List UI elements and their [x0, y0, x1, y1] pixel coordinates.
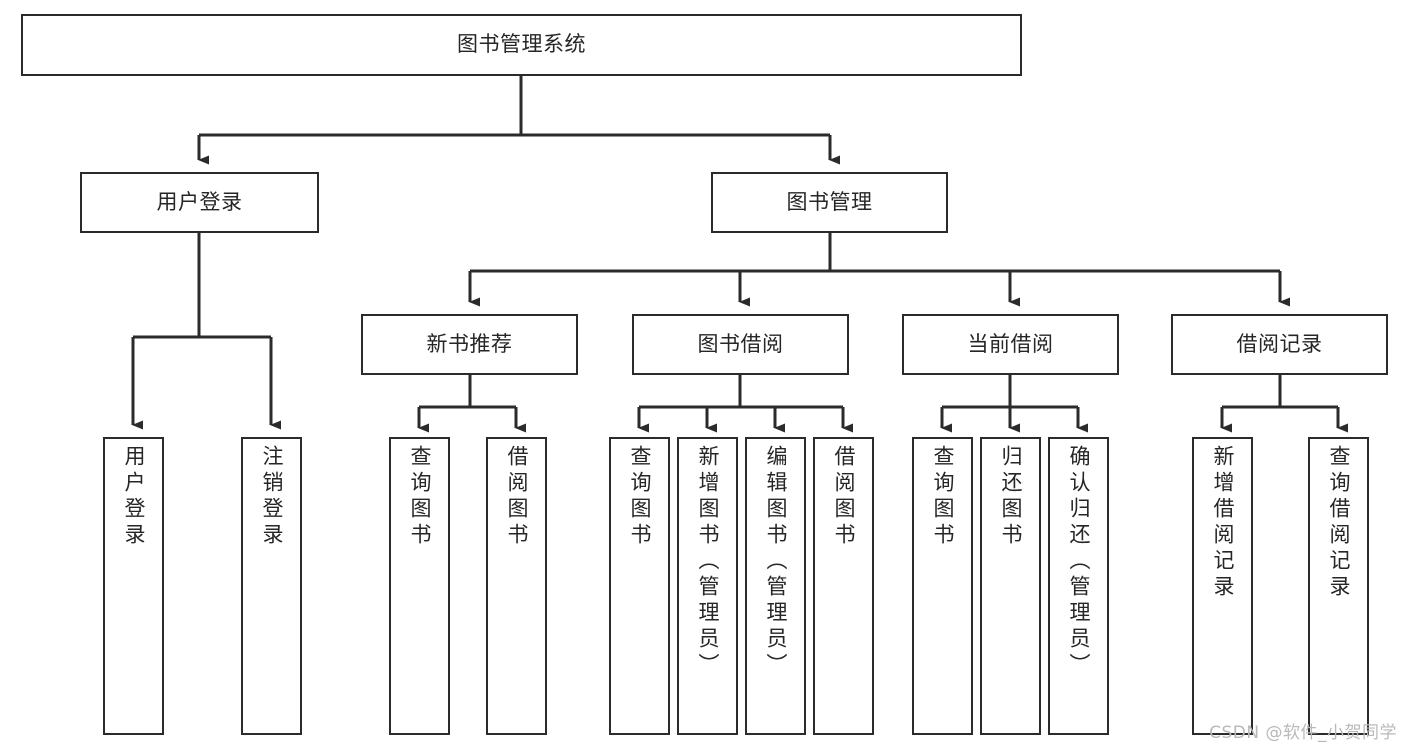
leaf-current-return-book[interactable]: 归还图书 [980, 437, 1041, 735]
leaf-user-login-signin[interactable]: 用户登录 [103, 437, 164, 735]
leaf-borrow-query-book[interactable]: 查询图书 [609, 437, 670, 735]
leaf-new-book-query[interactable]: 查询图书 [389, 437, 450, 735]
node-book-management[interactable]: 图书管理 [711, 172, 948, 233]
leaf-new-book-borrow[interactable]: 借阅图书 [486, 437, 547, 735]
leaf-borrow-edit-book-admin-label: 编辑图书（管理员） [764, 445, 788, 679]
leaf-borrow-edit-book-admin[interactable]: 编辑图书（管理员） [745, 437, 806, 735]
leaf-current-query-book[interactable]: 查询图书 [912, 437, 973, 735]
node-book-borrow-label: 图书借阅 [697, 331, 784, 356]
leaf-records-add-record-label: 新增借阅记录 [1211, 445, 1235, 601]
leaf-current-confirm-return-admin-label: 确认归还（管理员） [1067, 445, 1091, 679]
leaf-borrow-borrow-book-label: 借阅图书 [832, 445, 856, 549]
leaf-borrow-add-book-admin[interactable]: 新增图书（管理员） [677, 437, 738, 735]
node-new-book-recommend[interactable]: 新书推荐 [361, 314, 578, 375]
leaf-records-query-record-label: 查询借阅记录 [1327, 445, 1351, 601]
leaf-records-query-record[interactable]: 查询借阅记录 [1308, 437, 1369, 735]
leaf-current-confirm-return-admin[interactable]: 确认归还（管理员） [1048, 437, 1109, 735]
node-root[interactable]: 图书管理系统 [21, 14, 1022, 76]
leaf-current-query-book-label: 查询图书 [931, 445, 955, 549]
node-book-management-label: 图书管理 [786, 189, 873, 214]
leaf-new-book-query-label: 查询图书 [408, 445, 432, 549]
node-borrow-records[interactable]: 借阅记录 [1171, 314, 1388, 375]
leaf-current-return-book-label: 归还图书 [999, 445, 1023, 549]
leaf-user-login-signout-label: 注销登录 [260, 445, 284, 549]
node-borrow-records-label: 借阅记录 [1236, 331, 1323, 356]
leaf-borrow-borrow-book[interactable]: 借阅图书 [813, 437, 874, 735]
node-root-label: 图书管理系统 [457, 32, 586, 57]
leaf-borrow-query-book-label: 查询图书 [628, 445, 652, 549]
leaf-user-login-signout[interactable]: 注销登录 [241, 437, 302, 735]
node-current-borrow[interactable]: 当前借阅 [902, 314, 1119, 375]
leaf-user-login-signin-label: 用户登录 [122, 445, 146, 549]
node-user-login[interactable]: 用户登录 [80, 172, 319, 233]
leaf-records-add-record[interactable]: 新增借阅记录 [1192, 437, 1253, 735]
node-current-borrow-label: 当前借阅 [967, 331, 1054, 356]
node-new-book-recommend-label: 新书推荐 [426, 331, 513, 356]
node-book-borrow[interactable]: 图书借阅 [632, 314, 849, 375]
leaf-new-book-borrow-label: 借阅图书 [505, 445, 529, 549]
leaf-borrow-add-book-admin-label: 新增图书（管理员） [696, 445, 720, 679]
node-user-login-label: 用户登录 [156, 189, 243, 214]
